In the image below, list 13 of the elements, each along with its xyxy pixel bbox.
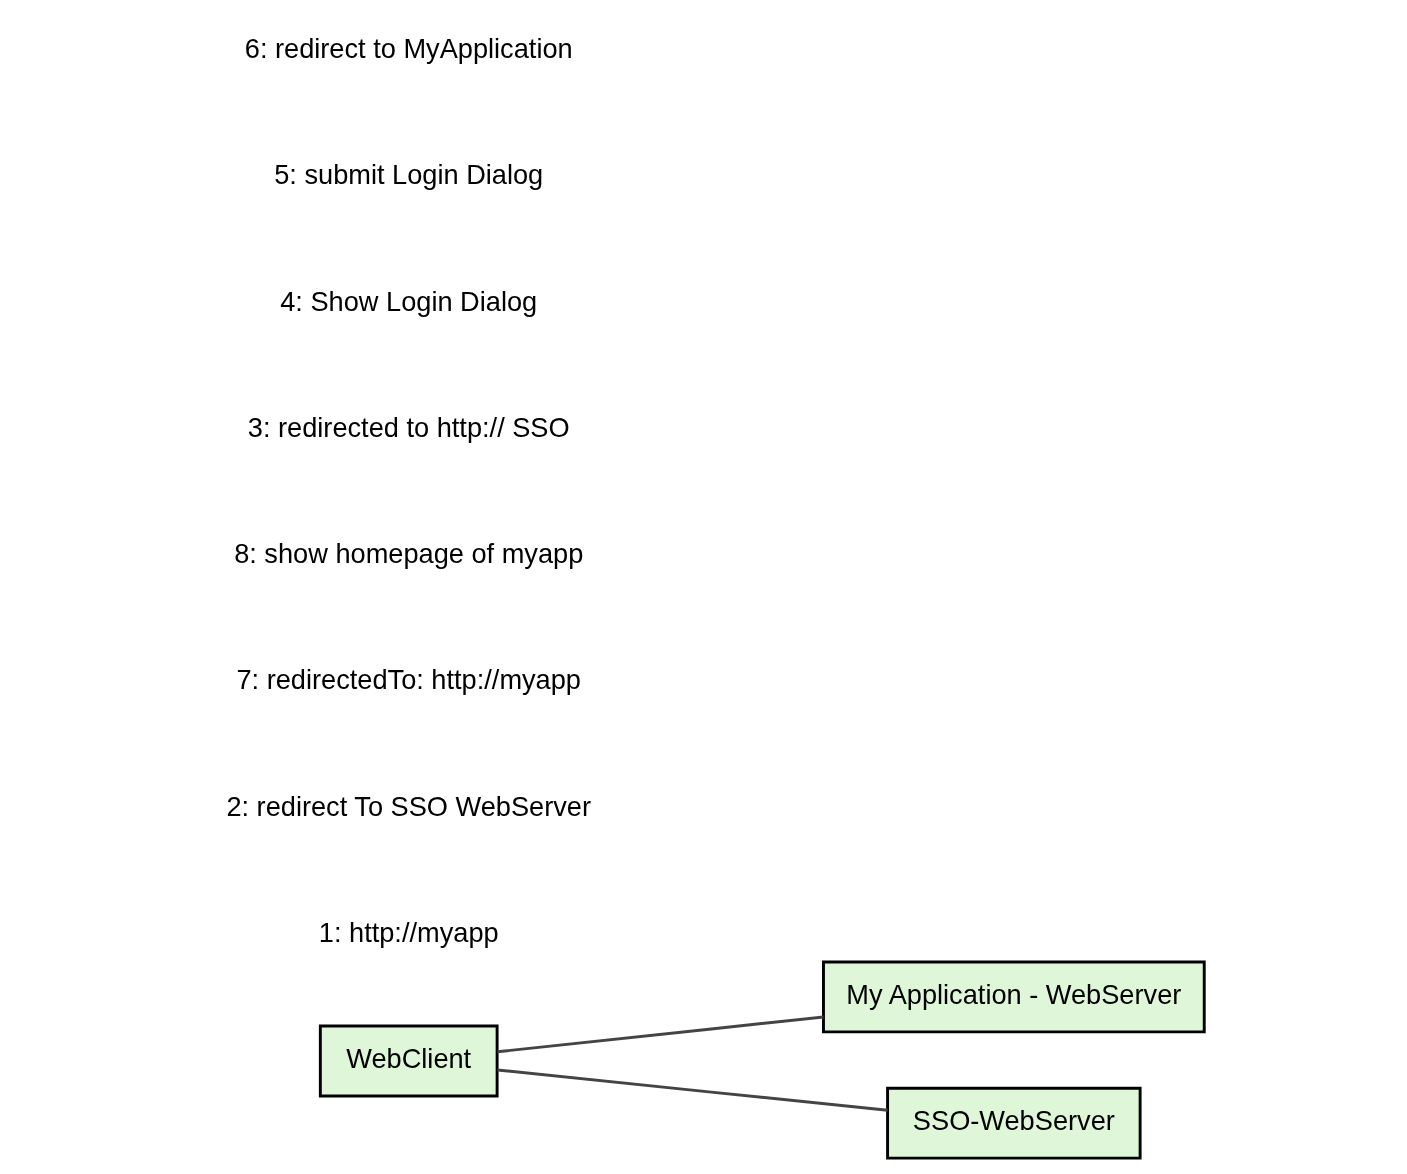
label: 8: show homepage of myapp: [233, 538, 583, 570]
node-box: WebClient: [318, 1024, 499, 1098]
connector: [496, 1068, 888, 1112]
connector: [496, 1015, 824, 1054]
label: 2: redirect To SSO WebServer: [225, 790, 591, 822]
label: 6: redirect to MyApplication: [244, 33, 573, 65]
label: 3: redirected to http:// SSO: [247, 411, 570, 443]
label: 1: http://myapp: [318, 916, 499, 948]
label: 5: submit Login Dialog: [273, 159, 543, 191]
node-box: My Application - WebServer: [821, 960, 1206, 1034]
label: 4: Show Login Dialog: [279, 285, 537, 317]
node-box: SSO-WebServer: [885, 1086, 1142, 1160]
label: 7: redirectedTo: http://myapp: [235, 664, 581, 696]
